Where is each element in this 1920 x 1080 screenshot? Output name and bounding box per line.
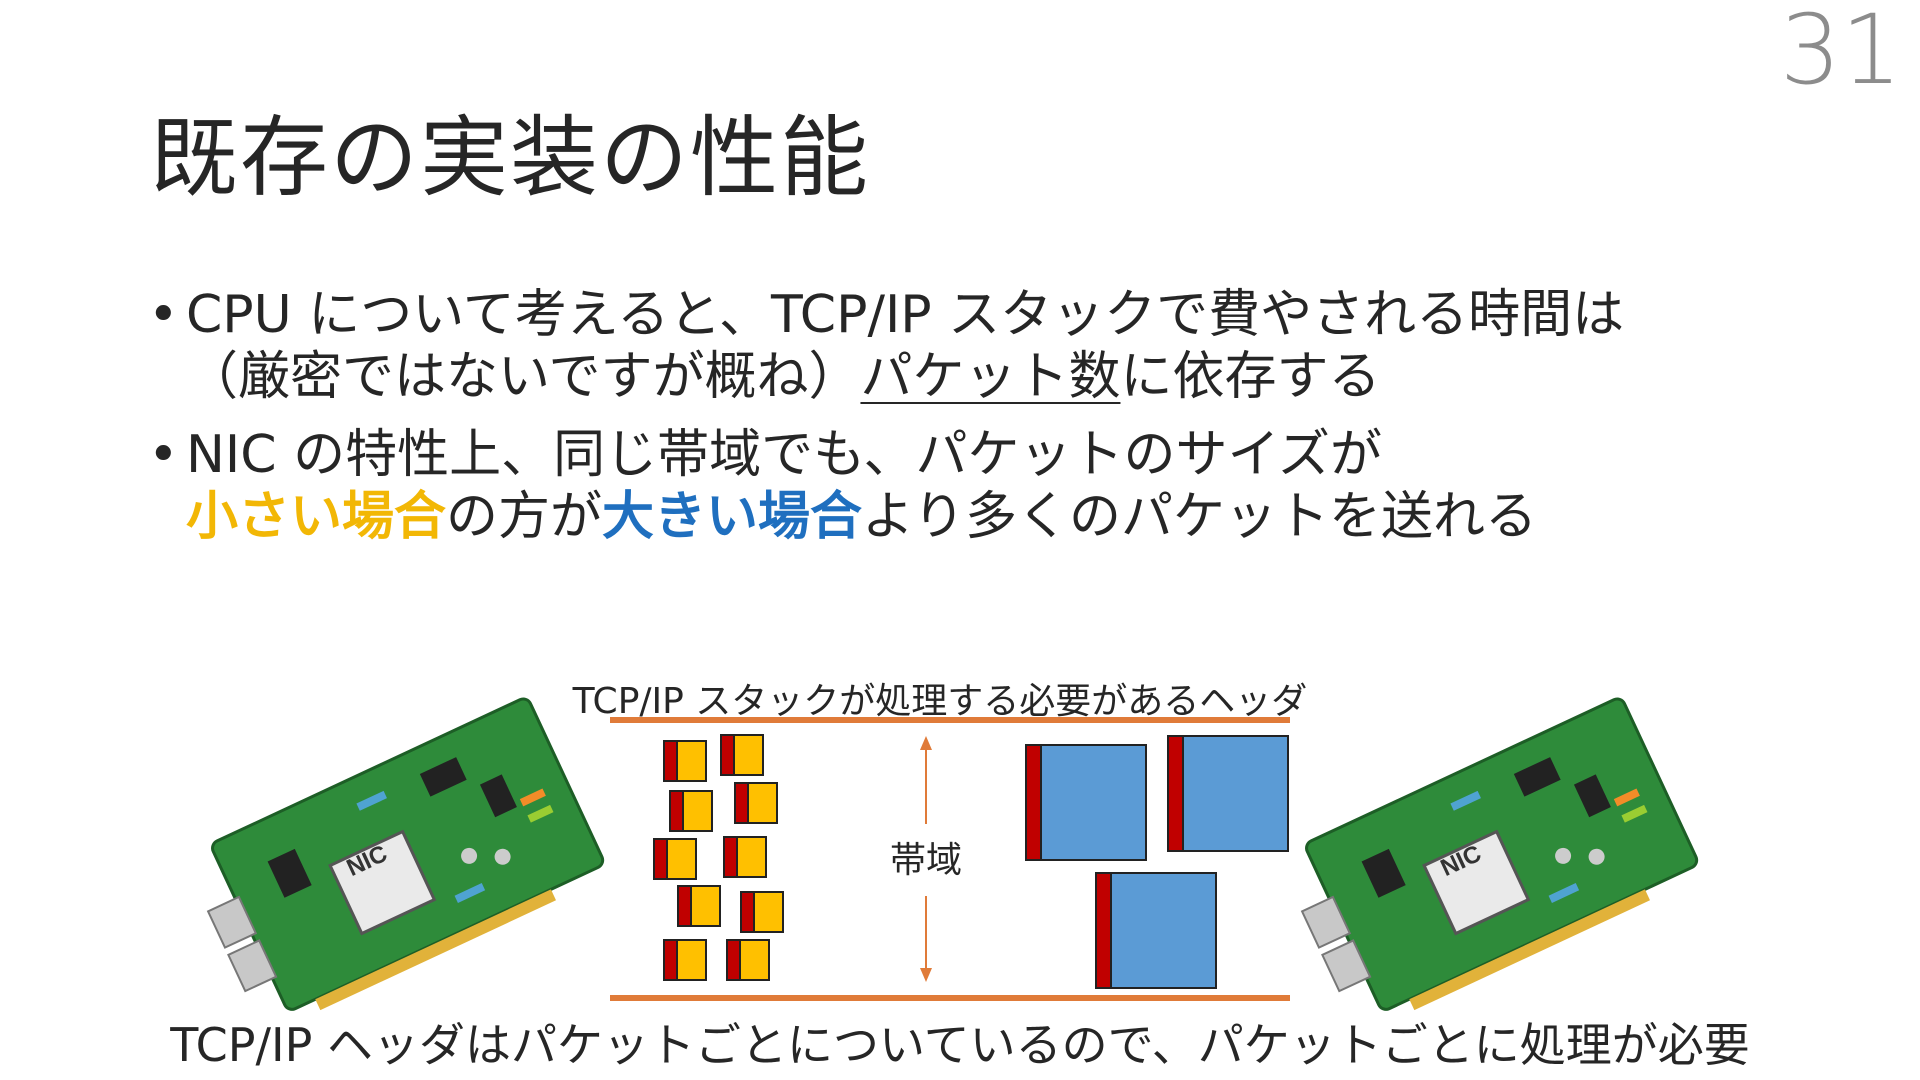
bullet-text: （厳密ではないですが概ね） <box>186 347 860 407</box>
large-packet <box>1096 873 1216 988</box>
highlight-small: 小さい場合 <box>186 487 446 547</box>
bullet-dot: • <box>148 284 179 346</box>
small-packet <box>727 940 769 980</box>
bandwidth-label: 帯域 <box>890 840 962 881</box>
page-number: 31 <box>1780 0 1902 101</box>
bullet-text: CPU について考えると、TCP/IP スタックで費やされる時間は <box>186 285 1624 345</box>
bullet-text: より多くのパケットを送れる <box>862 487 1537 547</box>
small-packet <box>654 839 696 879</box>
bullet-item: • NIC の特性上、同じ帯域でも、パケットのサイズが 小さい場合の方が大きい場… <box>148 424 1848 548</box>
small-packet <box>724 837 766 877</box>
small-packet <box>735 783 777 823</box>
highlight-large: 大きい場合 <box>602 487 862 547</box>
small-packet <box>664 741 706 781</box>
large-packet <box>1168 736 1288 851</box>
diagram-svg: NIC NIC 帯域 <box>0 660 1920 1040</box>
small-packet <box>721 735 763 775</box>
underlined-text: パケット数 <box>860 347 1120 407</box>
bullet-dot: • <box>148 424 179 486</box>
bullet-item: • CPU について考えると、TCP/IP スタックで費やされる時間は （厳密で… <box>148 284 1848 408</box>
small-packet <box>664 940 706 980</box>
large-packets <box>1026 736 1288 988</box>
slide-title: 既存の実装の性能 <box>150 110 870 207</box>
packet-diagram: TCP/IP スタックが処理する必要があるヘッダ <box>0 660 1920 1040</box>
footer-caption: TCP/IP ヘッダはパケットごとについているので、パケットごとに処理が必要 <box>0 1018 1920 1073</box>
small-packet <box>678 886 720 926</box>
bullet-text: NIC の特性上、同じ帯域でも、パケットのサイズが <box>186 425 1382 485</box>
small-packets <box>654 735 783 980</box>
bullet-list: • CPU について考えると、TCP/IP スタックで費やされる時間は （厳密で… <box>148 284 1848 564</box>
bullet-text: の方が <box>446 487 602 547</box>
small-packet <box>670 791 712 831</box>
large-packet <box>1026 745 1146 860</box>
small-packet <box>741 892 783 932</box>
nic-card-left <box>183 696 611 1035</box>
nic-card-right <box>1277 696 1705 1035</box>
bullet-text: に依存する <box>1120 347 1380 407</box>
